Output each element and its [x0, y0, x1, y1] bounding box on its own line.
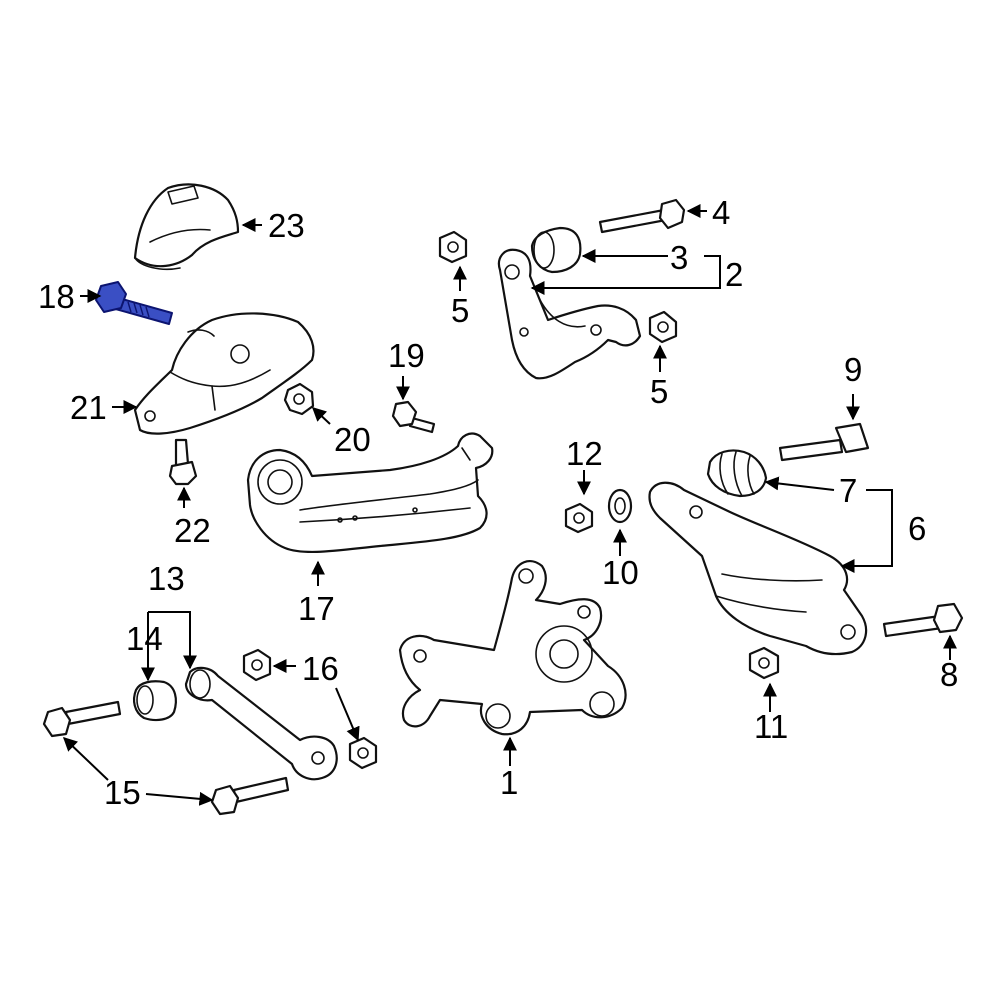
part-8-bolt[interactable]: [882, 602, 964, 638]
part-3-bushing[interactable]: [530, 226, 582, 274]
part-15-bolt-lower[interactable]: [210, 776, 290, 816]
part-16-nut-upper[interactable]: [242, 648, 272, 682]
callout-14: 14: [126, 620, 163, 657]
callout-6: 6: [908, 510, 926, 547]
callout-8: 8: [940, 656, 958, 693]
part-18-bolt-highlighted[interactable]: [95, 281, 173, 325]
part-15-bolt-upper[interactable]: [42, 700, 122, 738]
part-22-stud[interactable]: [168, 438, 198, 486]
part-12-nut[interactable]: [564, 502, 594, 534]
callout-11: 11: [754, 708, 788, 745]
part-23-cover[interactable]: [133, 183, 240, 271]
callout-17: 17: [298, 590, 335, 627]
part-16-nut-lower[interactable]: [348, 736, 378, 770]
part-11-nut[interactable]: [748, 646, 780, 680]
part-5-nut-lower[interactable]: [648, 310, 678, 344]
part-19-bolt[interactable]: [391, 400, 436, 434]
callout-22: 22: [174, 512, 211, 549]
callout-3: 3: [670, 239, 688, 276]
callout-5-top: 5: [451, 292, 469, 329]
leader-lines: [62, 204, 957, 806]
callout-4: 4: [712, 194, 730, 231]
part-21-bracket[interactable]: [133, 312, 315, 435]
callout-numbers: 23 18 21 22 20 19 17 5 5 4 3 2 12 10 9 7…: [38, 194, 958, 811]
part-1-knuckle[interactable]: [398, 560, 627, 736]
callout-9: 9: [844, 351, 862, 388]
part-5-nut-top[interactable]: [438, 230, 468, 264]
callout-12: 12: [566, 435, 603, 472]
callout-10: 10: [602, 554, 639, 591]
part-7-boot[interactable]: [706, 449, 768, 498]
callout-5-lower: 5: [650, 373, 668, 410]
callout-16: 16: [302, 650, 339, 687]
callout-20: 20: [334, 421, 371, 458]
callout-15: 15: [104, 774, 141, 811]
callout-1: 1: [500, 764, 518, 801]
part-2-upper-arm[interactable]: [497, 248, 642, 380]
part-20-nut[interactable]: [283, 382, 315, 416]
part-6-lower-arm[interactable]: [648, 481, 868, 656]
part-9-bolt[interactable]: [778, 422, 870, 462]
part-17-trailing-arm[interactable]: [246, 432, 494, 554]
part-4-bolt[interactable]: [598, 198, 686, 234]
callout-18: 18: [38, 278, 75, 315]
part-13-rod[interactable]: [184, 666, 338, 781]
callout-7: 7: [839, 472, 857, 509]
callout-13: 13: [148, 560, 185, 597]
part-14-bushing[interactable]: [133, 680, 177, 722]
part-10-washer[interactable]: [607, 488, 633, 524]
callout-19: 19: [388, 337, 425, 374]
callout-21: 21: [70, 389, 107, 426]
callout-2: 2: [725, 256, 743, 293]
callout-23: 23: [268, 207, 305, 244]
